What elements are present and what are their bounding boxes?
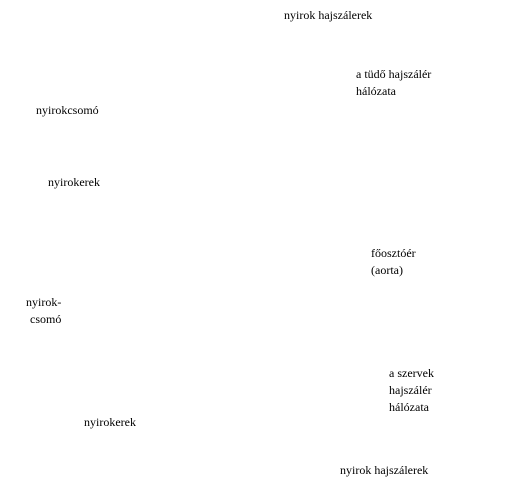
label-line: nyirokerek (48, 175, 100, 189)
aorta-label: főosztóér (aorta) (371, 245, 416, 279)
lymph-node-upper-label: nyirokcsomó (36, 102, 99, 119)
organ-capillary-network-label: a szervek hajszálér hálózata (389, 365, 434, 416)
lymph-vessels-upper-label: nyirokerek (48, 174, 100, 191)
label-line: nyirokcsomó (36, 103, 99, 117)
lymph-vessels-lower-label: nyirokerek (84, 414, 136, 431)
label-line: nyirok hajszálerek (284, 8, 373, 22)
lymph-capillaries-top-label: nyirok hajszálerek (284, 7, 372, 24)
label-line: (aorta) (371, 263, 403, 277)
label-line: csomó (30, 312, 62, 326)
lymph-capillaries-bottom-label: nyirok hajszálerek (340, 462, 428, 479)
label-line: főosztóér (371, 246, 416, 260)
label-line: hálózata (356, 84, 396, 98)
lymph-node-lower-label: nyirok- csomó (26, 294, 61, 328)
label-line: nyirokerek (84, 415, 136, 429)
label-line: nyirok- (26, 295, 62, 309)
label-line: a szervek (389, 366, 434, 380)
label-line: nyirok hajszálerek (340, 463, 429, 477)
label-line: hálózata (389, 400, 429, 414)
label-line: a tüdő hajszálér (356, 67, 432, 81)
lung-capillary-network-label: a tüdő hajszálér hálózata (356, 66, 431, 100)
label-line: hajszálér (389, 383, 432, 397)
